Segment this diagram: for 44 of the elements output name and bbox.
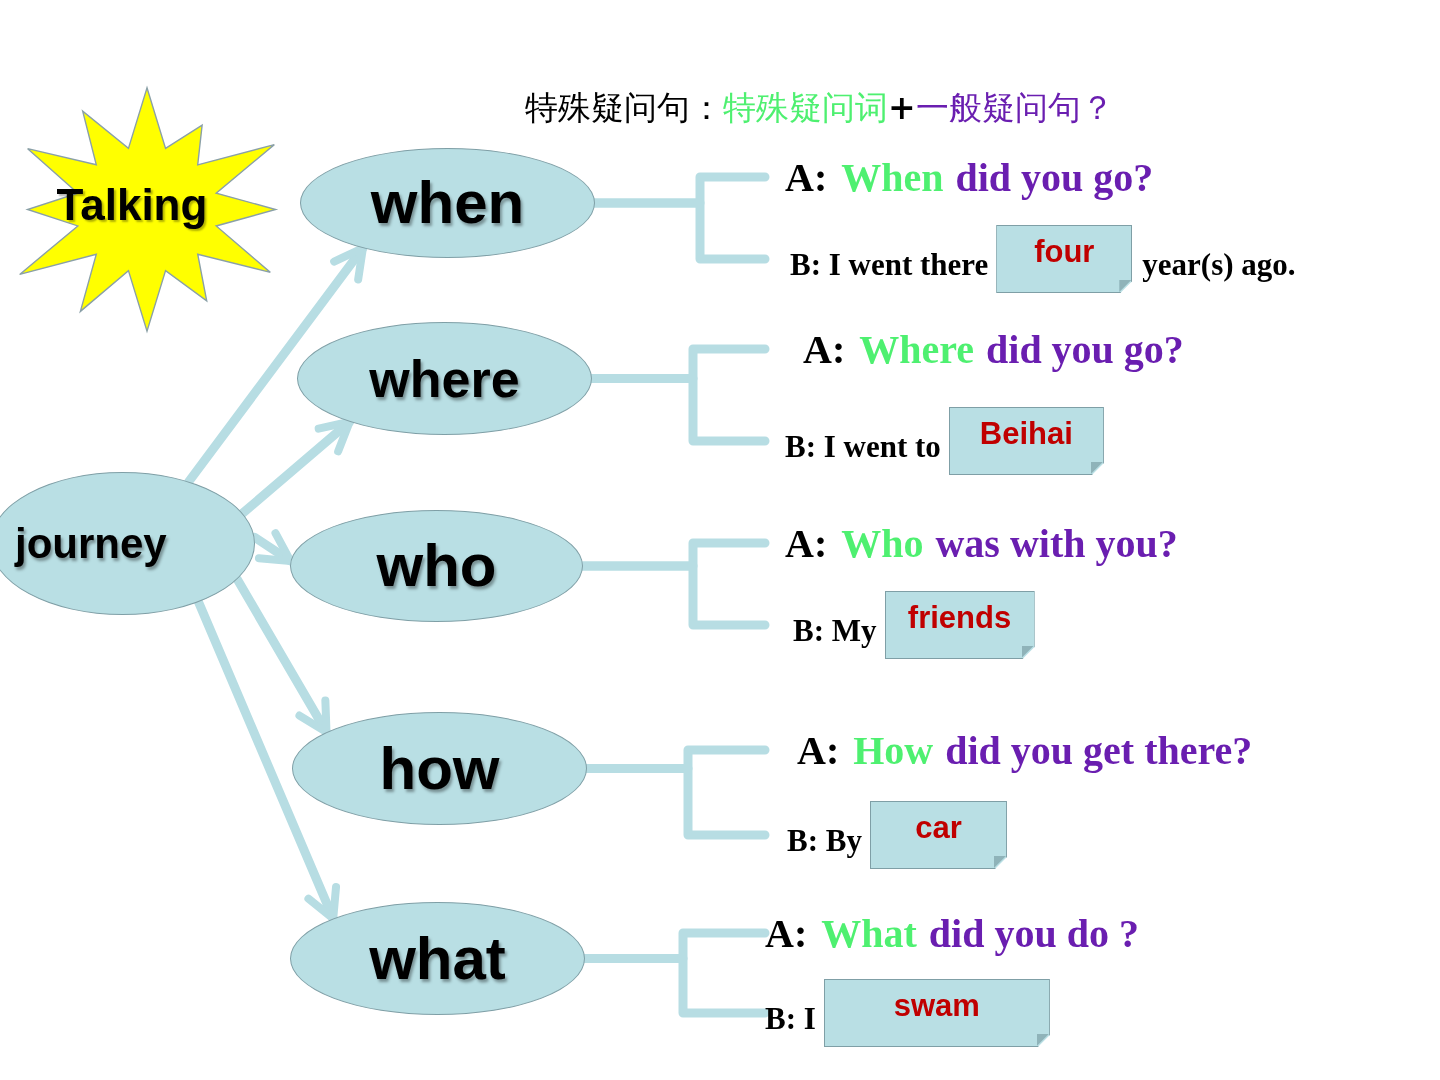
question-text: did you go? (955, 153, 1154, 201)
answer-text: B: I (765, 1000, 816, 1037)
answer-card (823, 979, 1050, 1047)
answer-text: B: By (787, 822, 862, 859)
question-word: when (370, 173, 525, 233)
question-text: A: (785, 519, 828, 567)
formula-text: 特殊疑问词 (723, 87, 888, 129)
answer-text: B: My (793, 612, 877, 649)
question-text: did you get there? (945, 726, 1253, 774)
answer-card (996, 225, 1133, 293)
topic-label: Talking (56, 180, 208, 230)
question-text: Where (859, 325, 974, 373)
question-word: journey (13, 522, 167, 565)
answer-card (869, 801, 1007, 869)
question-word: where (369, 352, 520, 405)
formula-text: 一般疑问句？ (915, 87, 1114, 129)
answer-word: car (915, 810, 962, 846)
question-text: was with you? (935, 519, 1178, 567)
formula-text: + (888, 88, 916, 127)
question-text: did you go? (986, 325, 1184, 373)
question-text: A: (765, 909, 808, 957)
answer-card (948, 407, 1104, 475)
question-word: how (379, 738, 500, 799)
answer-word: four (1034, 234, 1095, 270)
question-text: Who (841, 519, 924, 567)
answer-text: B: I went there (790, 246, 989, 283)
question-word: who (376, 536, 497, 596)
answer-word: friends (907, 600, 1012, 636)
question-text: A: (785, 153, 828, 201)
answer-word: swam (893, 988, 980, 1024)
question-text: A: (797, 726, 840, 774)
answer-word: Beihai (979, 416, 1073, 452)
answer-card (884, 591, 1035, 659)
answer-text: year(s) ago. (1142, 246, 1296, 283)
formula-text: 特殊疑问句： (525, 87, 723, 129)
question-text: What (821, 909, 917, 957)
question-text: When (841, 153, 944, 201)
arrow (232, 574, 331, 737)
arrow (238, 417, 355, 518)
answer-text: B: I went to (785, 428, 941, 465)
question-text: A: (803, 325, 846, 373)
question-text: did you do ? (928, 909, 1139, 957)
question-word: what (369, 928, 506, 989)
question-text: How (853, 726, 934, 774)
